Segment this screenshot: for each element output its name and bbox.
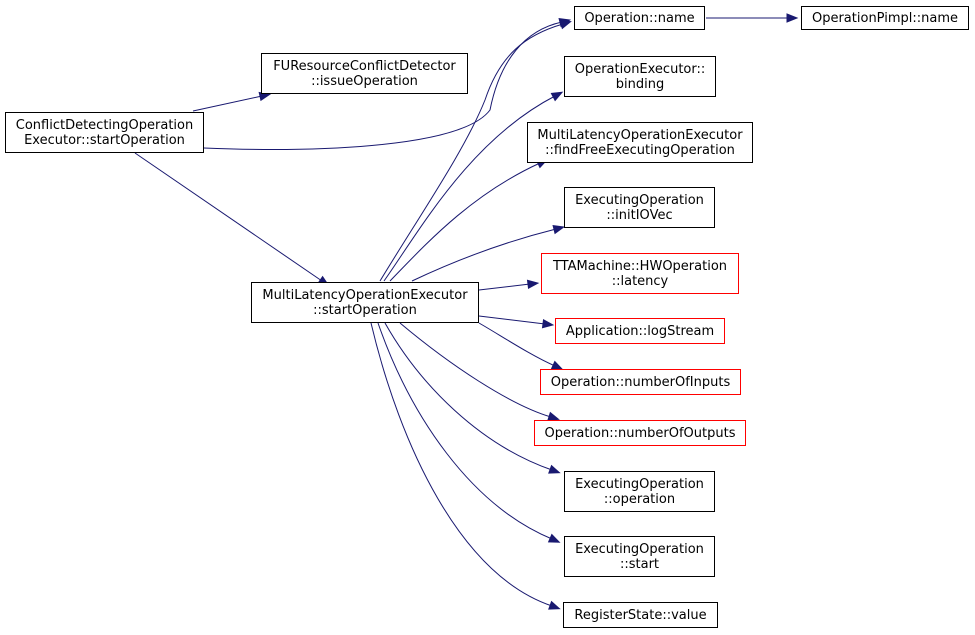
node-label-line: ::latency (611, 273, 669, 289)
edge-mlstart-to-ninputs (478, 322, 556, 367)
edge-mlstart-to-value (370, 322, 553, 607)
arrowhead-mlstart-to-noutputs (547, 411, 560, 421)
arrowhead-mlstart-to-value (548, 600, 561, 610)
node-label-line: ConflictDetectingOperation (15, 117, 194, 133)
node-label-line: Operation::numberOfInputs (550, 374, 731, 390)
node-operation-name[interactable]: Operation::name (574, 6, 705, 30)
arrowhead-mlstart-to-binding (550, 91, 564, 102)
node-label-line: Operation::name (584, 10, 695, 26)
node-label-line: ::start (619, 556, 660, 572)
node-conflict-detecting-start-operation[interactable]: ConflictDetectingOperation Executor::sta… (5, 112, 204, 153)
arrowhead-mlstart-to-initio (552, 225, 566, 235)
node-label-line: ::issueOperation (311, 73, 418, 89)
node-operation-executor-binding[interactable]: OperationExecutor:: binding (564, 56, 716, 97)
node-label-line: Operation::numberOfOutputs (544, 425, 736, 441)
node-label-line: ExecutingOperation (575, 192, 704, 208)
node-label-line: ::operation (603, 491, 676, 507)
node-executing-operation-init-io-vec[interactable]: ExecutingOperation ::initIOVec (564, 187, 715, 228)
node-application-log-stream[interactable]: Application::logStream (555, 318, 725, 344)
edge-mlstart-to-initio (411, 228, 557, 282)
edge-start-to-mlstart (134, 152, 323, 282)
arrowhead-mlstart-to-estart (547, 533, 561, 543)
node-hw-operation-latency[interactable]: TTAMachine::HWOperation ::latency (541, 253, 739, 294)
node-label-line: OperationExecutor:: (574, 61, 706, 77)
arrowhead-mlstart-to-operation (548, 464, 561, 474)
edge-mlstart-to-latency (478, 283, 531, 291)
node-label-line: FUResourceConflictDetector (273, 58, 456, 74)
node-operation-number-of-inputs[interactable]: Operation::numberOfInputs (540, 369, 741, 395)
edge-mlstart-to-findfree (389, 162, 541, 282)
arrowhead-mlstart-to-opname (559, 20, 572, 30)
edge-start-to-issue (192, 95, 263, 112)
node-label-line: RegisterState::value (574, 607, 707, 623)
node-label-line: MultiLatencyOperationExecutor (537, 127, 743, 143)
node-executing-operation-start[interactable]: ExecutingOperation ::start (564, 536, 715, 577)
node-executing-operation-operation[interactable]: ExecutingOperation ::operation (564, 471, 715, 512)
node-register-state-value[interactable]: RegisterState::value (563, 602, 718, 628)
edge-mlstart-to-estart (377, 322, 553, 540)
arrowhead-opname-to-pimpl (786, 13, 799, 23)
node-fu-resource-issue-operation[interactable]: FUResourceConflictDetector ::issueOperat… (261, 53, 468, 94)
node-label-line: Executor::startOperation (24, 132, 185, 148)
node-operation-pimpl-name[interactable]: OperationPimpl::name (801, 6, 969, 30)
node-label-line: ExecutingOperation (575, 541, 704, 557)
node-label-line: TTAMachine::HWOperation (552, 258, 728, 274)
node-label-line: ::findFreeExecutingOperation (545, 142, 735, 158)
node-label-line: ExecutingOperation (575, 476, 704, 492)
edge-mlstart-to-operation (384, 322, 553, 471)
edge-mlstart-to-opname (379, 23, 564, 282)
edge-mlstart-to-logstream (478, 315, 546, 325)
node-label-line: ::initIOVec (606, 207, 673, 223)
node-operation-number-of-outputs[interactable]: Operation::numberOfOutputs (534, 420, 746, 446)
node-label-line: OperationPimpl::name (811, 10, 958, 26)
node-label-line: MultiLatencyOperationExecutor (262, 287, 468, 303)
edge-mlstart-to-noutputs (399, 322, 552, 418)
node-find-free-executing-operation[interactable]: MultiLatencyOperationExecutor ::findFree… (527, 122, 753, 163)
edge-mlstart-to-binding (383, 95, 556, 282)
arrowhead-mlstart-to-latency (526, 279, 540, 289)
node-multi-latency-start-operation[interactable]: MultiLatencyOperationExecutor ::startOpe… (251, 282, 479, 323)
node-label-line: binding (615, 76, 665, 92)
node-label-line: Application::logStream (565, 323, 715, 339)
arrowhead-mlstart-to-logstream (541, 319, 555, 329)
node-label-line: ::startOperation (313, 302, 417, 318)
